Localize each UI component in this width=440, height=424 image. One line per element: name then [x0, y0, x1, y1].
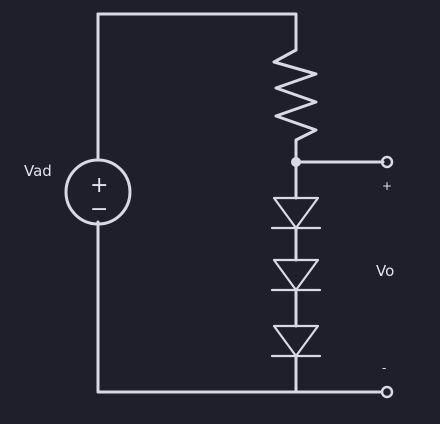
diode-2: [270, 258, 322, 292]
output-minus-terminal: [380, 385, 394, 399]
output-label: Vo: [376, 262, 394, 280]
voltage-source: + −: [64, 158, 132, 226]
terminal-minus-label: -: [382, 361, 386, 375]
source-label: Vad: [24, 162, 52, 180]
source-minus-sign: −: [90, 197, 108, 222]
left-wire-bottom: [96, 220, 382, 394]
source-plus-sign: +: [90, 173, 108, 198]
top-wire: [96, 12, 298, 52]
terminal-plus-label: +: [382, 179, 392, 193]
output-plus-terminal: [380, 155, 394, 169]
diode-3: [270, 324, 322, 358]
diode-1: [270, 196, 322, 230]
resistor: [272, 48, 318, 164]
